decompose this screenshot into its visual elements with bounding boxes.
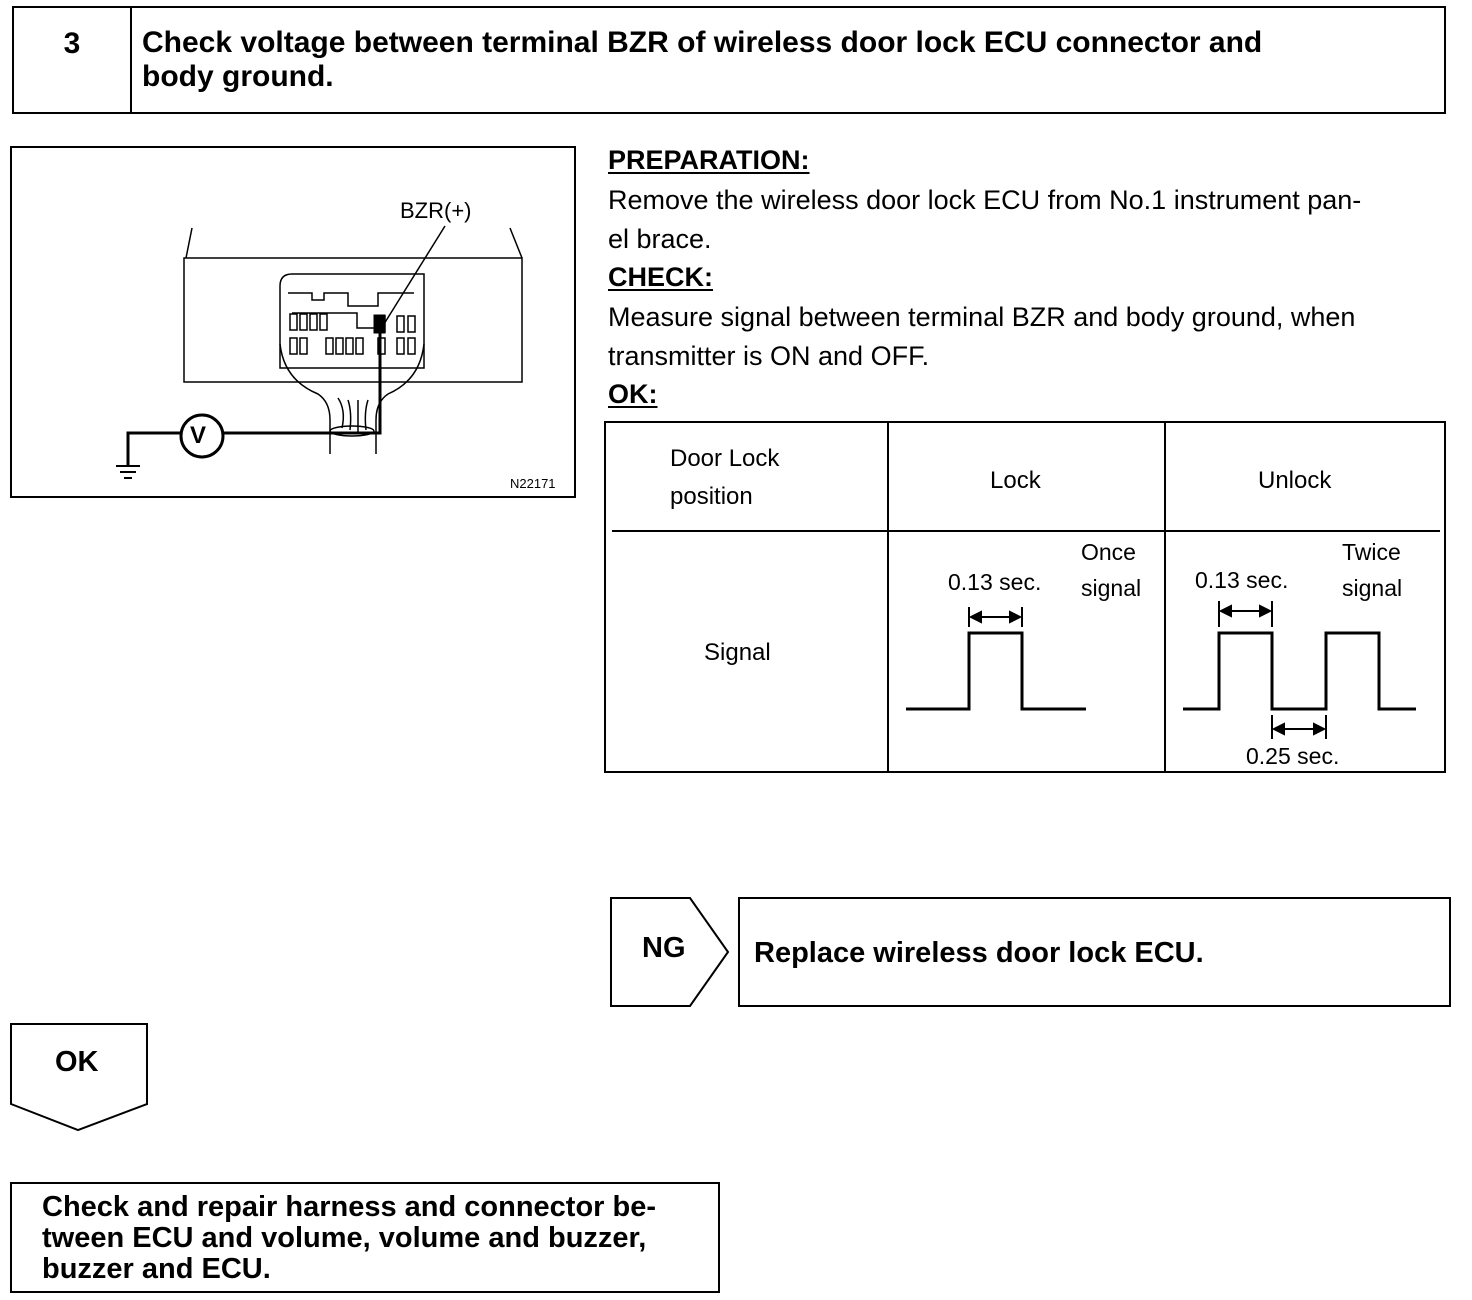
check-line-1: Measure signal between terminal BZR and … [608, 302, 1356, 332]
header-lock: Lock [990, 467, 1041, 494]
repair-line-3: buzzer and ECU. [42, 1253, 271, 1285]
step-title-line-1: Check voltage between terminal BZR of wi… [142, 26, 1263, 59]
header-door-lock-line-1: Door Lock [670, 445, 780, 472]
preparation-heading: PREPARATION: [608, 145, 810, 175]
ng-arrow-tab [610, 897, 730, 1007]
lock-note-line-2: signal [1081, 575, 1142, 601]
unlock-gap-width-label: 0.25 sec. [1246, 743, 1340, 769]
voltmeter-symbol: V [190, 422, 207, 449]
ok-tab-label: OK [55, 1046, 99, 1078]
connector-drawing [116, 225, 523, 479]
lock-waveform [906, 631, 1086, 711]
step-title: Check voltage between terminal BZR of wi… [142, 26, 1422, 94]
preparation-line-1: Remove the wireless door lock ECU from N… [608, 185, 1362, 215]
check-line-2: transmitter is ON and OFF. [608, 341, 930, 371]
lock-note-line-1: Once [1081, 539, 1136, 565]
ng-tab-label: NG [642, 932, 686, 964]
connector-illustration: BZR(+) V N22171 [10, 146, 576, 498]
header-door-lock-position: Door Lock position [670, 445, 779, 511]
header-door-lock-line-2: position [670, 483, 753, 510]
ok-spec-heading: OK: [608, 379, 658, 409]
step-number: 3 [14, 8, 132, 112]
signal-spec-table: Door Lock position Lock Unlock Signal 0.… [604, 421, 1446, 773]
ng-result-text: Replace wireless door lock ECU. [754, 937, 1204, 969]
bzr-terminal-label: BZR(+) [400, 198, 472, 223]
preparation-text: Remove the wireless door lock ECU from N… [608, 181, 1453, 259]
figure-code: N22171 [510, 476, 556, 491]
ok-arrow-tab [10, 1023, 148, 1132]
check-heading: CHECK: [608, 262, 713, 292]
unlock-note-line-1: Twice [1342, 539, 1401, 565]
signal-table-grid [612, 423, 1440, 771]
repair-line-1: Check and repair harness and connector b… [42, 1191, 657, 1223]
unlock-note-line-2: signal [1342, 575, 1403, 601]
preparation-line-2: el brace. [608, 224, 712, 254]
row-label-signal: Signal [704, 639, 771, 666]
ng-result-box: Replace wireless door lock ECU. [738, 897, 1451, 1007]
lock-pulse-width-label: 0.13 sec. [948, 569, 1042, 595]
unlock-pulse-width-label: 0.13 sec. [1195, 567, 1289, 593]
header-unlock: Unlock [1258, 467, 1332, 494]
repair-line-2: tween ECU and volume, volume and buzzer, [42, 1222, 647, 1254]
repair-instruction-text: Check and repair harness and connector b… [42, 1192, 712, 1285]
unlock-waveform [1183, 631, 1416, 711]
check-text: Measure signal between terminal BZR and … [608, 298, 1453, 376]
step-title-line-2: body ground. [142, 60, 334, 93]
step-header: 3 Check voltage between terminal BZR of … [12, 6, 1446, 114]
repair-instruction-box: Check and repair harness and connector b… [10, 1182, 720, 1293]
